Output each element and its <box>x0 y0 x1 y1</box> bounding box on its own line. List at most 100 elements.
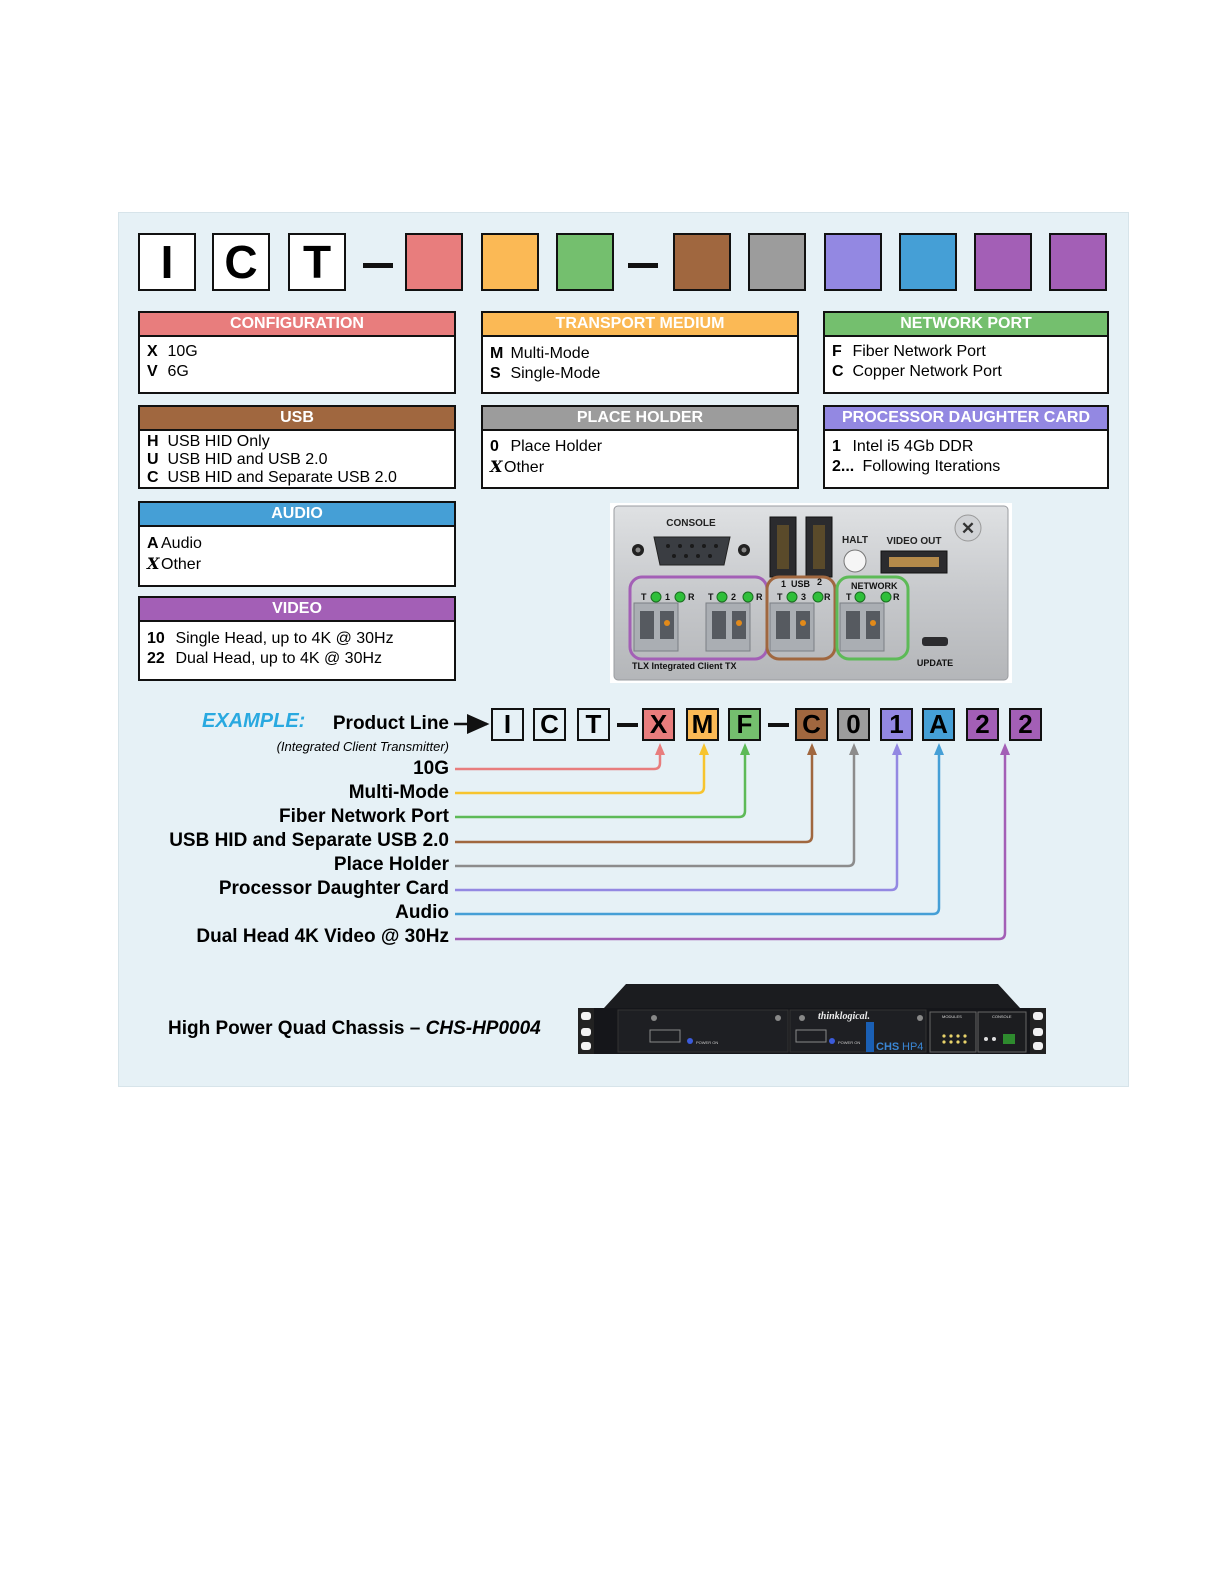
code: X <box>147 343 158 360</box>
usb-1-label: 1 <box>781 579 786 589</box>
desc: Following Iterations <box>862 458 1001 475</box>
slot-network <box>556 233 614 291</box>
video-out-label: VIDEO OUT <box>886 536 941 547</box>
brand-logo: thinklogical. <box>818 1011 870 1022</box>
desc: Place Holder <box>510 438 603 455</box>
card-network: NETWORK PORT F Fiber Network Port C Copp… <box>823 311 1109 394</box>
desc: Dual Head, up to 4K @ 30Hz <box>175 650 383 667</box>
close-icon: ✕ <box>961 519 975 538</box>
example-code-1: C <box>533 708 566 741</box>
product-line-label: Product Line <box>332 713 449 734</box>
callout-label-audio: Audio <box>395 902 449 923</box>
port-1-label: 1 <box>665 592 670 602</box>
port-t-label: T <box>708 592 714 602</box>
badge-chs: CHS <box>876 1041 899 1053</box>
prefix-box-i: I <box>138 233 196 291</box>
code: M <box>490 345 504 362</box>
desc: Other <box>161 556 202 573</box>
callout-label-usb: USB HID and Separate USB 2.0 <box>169 830 449 851</box>
port-t-label: T <box>846 592 852 602</box>
code: U <box>147 451 159 468</box>
slot-audio <box>899 233 957 291</box>
card-video-title: VIDEO <box>140 598 454 622</box>
port-t-label: T <box>777 592 783 602</box>
callout-label-10g: 10G <box>413 758 449 779</box>
desc: Single Head, up to 4K @ 30Hz <box>175 630 394 647</box>
code: V <box>147 363 158 380</box>
example-code-0: I <box>491 708 524 741</box>
callout-arrowhead <box>892 743 902 755</box>
slot-configuration <box>405 233 463 291</box>
desc: 6G <box>167 363 189 380</box>
card-network-title: NETWORK PORT <box>825 313 1107 337</box>
card-placeholder: PLACE HOLDER 0 Place Holder XOther <box>481 405 799 489</box>
callout-line <box>455 752 706 795</box>
callout-arrowhead <box>807 743 817 755</box>
example-code-11: 2 <box>1009 708 1042 741</box>
callout-label-placeholder: Place Holder <box>333 854 449 875</box>
callout-line <box>455 752 747 819</box>
card-video: VIDEO 10 Single Head, up to 4K @ 30Hz 22… <box>138 596 456 681</box>
code: 1 <box>832 438 841 455</box>
separator-dash <box>768 723 789 727</box>
card-configuration-title: CONFIGURATION <box>140 313 454 337</box>
port-2-label: 2 <box>731 592 736 602</box>
callout-label-processor: Processor Daughter Card <box>218 878 449 899</box>
desc: USB HID and USB 2.0 <box>167 451 328 468</box>
card-placeholder-title: PLACE HOLDER <box>483 407 797 431</box>
code: X <box>490 457 503 476</box>
code: 0 <box>490 438 499 455</box>
network-label: NETWORK <box>851 581 898 591</box>
callout-arrowhead <box>655 743 665 755</box>
example-code-2: T <box>577 708 610 741</box>
port-3-label: 3 <box>801 592 806 602</box>
example-label: EXAMPLE: <box>202 710 306 732</box>
chassis-model: CHS-HP0004 <box>425 1018 541 1039</box>
example-code-8: 1 <box>880 708 913 741</box>
port-t-label: T <box>641 592 647 602</box>
callout-line <box>455 752 899 892</box>
slot-placeholder <box>748 233 806 291</box>
callout-line <box>455 752 1007 941</box>
code: A <box>147 535 159 552</box>
desc: Multi-Mode <box>510 345 590 362</box>
code: C <box>147 469 159 486</box>
product-line-note: (Integrated Client Transmitter) <box>276 739 449 754</box>
example-code-10: 2 <box>966 708 999 741</box>
power-on-label: POWER ON <box>696 1040 718 1045</box>
example-code-9: A <box>922 708 955 741</box>
callout-label-fiber: Fiber Network Port <box>279 806 449 827</box>
desc: 10G <box>167 343 198 360</box>
desc: USB HID and Separate USB 2.0 <box>167 469 397 486</box>
card-usb: USB H USB HID Only U USB HID and USB 2.0… <box>138 405 456 489</box>
port-r-label: R <box>756 592 763 602</box>
card-transport: TRANSPORT MEDIUM M Multi-Mode S Single-M… <box>481 311 799 394</box>
card-processor: PROCESSOR DAUGHTER CARD 1 Intel i5 4Gb D… <box>823 405 1109 489</box>
slot-usb <box>673 233 731 291</box>
callout-arrowhead <box>740 743 750 755</box>
slot-transport <box>481 233 539 291</box>
code: H <box>147 433 159 450</box>
example-code-3: X <box>642 708 675 741</box>
callout-lines <box>454 714 1010 941</box>
rear-panel-image: CONSOLE HALT VIDEO OUT ✕ T <box>610 503 1012 683</box>
separator-dash <box>617 723 638 727</box>
desc: Fiber Network Port <box>852 343 986 360</box>
separator-dash <box>628 263 658 268</box>
chassis-label: High Power Quad Chassis – <box>168 1018 426 1039</box>
example-code-6: C <box>795 708 828 741</box>
callout-line <box>455 752 814 844</box>
code: 22 <box>147 650 165 667</box>
desc: Single-Mode <box>510 365 601 382</box>
usb-label: USB <box>791 579 811 589</box>
modules-label: MODULES <box>942 1014 962 1019</box>
badge-hp4: HP4 <box>902 1041 923 1053</box>
callout-label-video: Dual Head 4K Video @ 30Hz <box>196 926 449 947</box>
code: 10 <box>147 630 165 647</box>
slot-video-1 <box>974 233 1032 291</box>
card-usb-title: USB <box>140 407 454 431</box>
callout-line <box>455 752 856 868</box>
prefix-box-t: T <box>288 233 346 291</box>
port-r-label: R <box>893 592 900 602</box>
